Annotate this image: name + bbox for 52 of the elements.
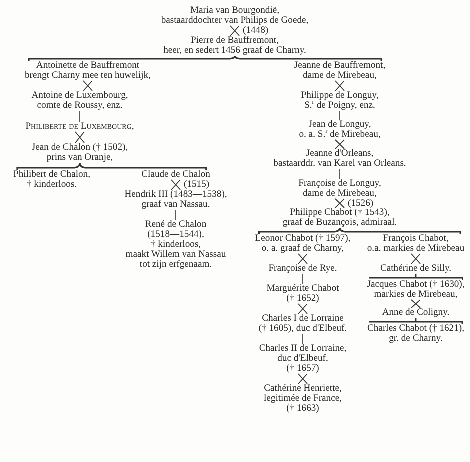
marriage-cross — [230, 26, 240, 36]
marriage-cross — [335, 198, 345, 208]
marriage-cross — [298, 304, 308, 314]
genealogy-entry: Cathérine de Silly. — [380, 264, 452, 274]
descent-brace — [28, 56, 236, 62]
descent-brace — [79, 162, 208, 170]
genealogy-entry: Antoine de Luxembourg, comte de Roussy, enz. — [32, 91, 128, 111]
marriage-cross — [411, 300, 421, 308]
marriage-cross — [83, 80, 93, 92]
marriage-cross — [335, 140, 345, 150]
genealogy-entry: Charles II de Lorraine, duc d'Elbeuf, († 1657) — [259, 344, 347, 374]
marriage-cross — [75, 132, 85, 144]
marriage-date: (1448) — [242, 26, 270, 36]
genealogy-entry: Maria van Bourgondië, bastaarddochter van Philips de Goede, — [161, 6, 309, 26]
descent-brace — [368, 273, 464, 281]
genealogy-entry: Jean de Longuy, o. a. S.$^{r}$ de Mirebeau, — [299, 120, 381, 140]
genealogy-entry: Philiberte de Luxembourg, — [26, 122, 134, 132]
marriage-date: (1526) — [347, 198, 375, 208]
genealogy-entry: Cathérine Henriette, legitimée de France, († 1663) — [264, 384, 342, 414]
marriage-cross — [335, 80, 345, 92]
marriage-cross — [411, 254, 421, 264]
genealogy-entry: René de Chalon (1518—1544), † kinderloos, maakt Willem van Nassau tot zijn erfgenaam. — [126, 220, 226, 270]
genealogy-entry: Jeanne d'Orleans, bastaarddr. van Karel van Orleans. — [274, 149, 406, 169]
descent-brace — [234, 56, 382, 61]
genealogy-entry: Jean de Chalon († 1502), prins van Oranje, — [32, 143, 128, 163]
genealogy-entry: Pierre de Bauffremont, heer, en sedert 1456 graaf de Charny. — [164, 36, 306, 56]
descent-brace — [339, 228, 462, 234]
genealogy-entry: Philippe Chabot († 1543), graaf de Buzançois, admiraal. — [282, 208, 398, 228]
descent-line — [302, 274, 304, 284]
genealogy-entry: Charles Chabot († 1621), gr. de Charny. — [368, 324, 464, 344]
descent-brace — [368, 317, 464, 325]
genealogy-entry: Marguérite Chabot († 1652) — [266, 284, 340, 304]
genealogy-entry: Philibert de Chalon, † kinderloos. — [14, 170, 90, 190]
marriage-cross — [171, 180, 181, 190]
genealogy-entry: Hendrik III (1483—1538), graaf van Nassau. — [124, 190, 228, 210]
descent-brace — [16, 162, 81, 170]
descent-brace — [258, 228, 341, 234]
genealogy-entry: Françoise de Rye. — [268, 264, 338, 274]
genealogy-entry: Antoinette de Bauffremont brengt Charny mee ten huwelijk, — [24, 61, 152, 81]
descent-line — [302, 334, 304, 344]
genealogy-entry: Charles I de Lorraine († 1605), duc d'Elbeuf. — [258, 314, 348, 334]
genealogy-entry: Claude de Chalon — [142, 170, 210, 180]
genealogy-entry: Jacques Chabot († 1630), markies de Mirebeau, — [367, 280, 465, 300]
genealogy-entry: Philippe de Longuy, S.$^{r}$ de Poigny, enz. — [301, 91, 379, 111]
marriage-cross — [298, 374, 308, 384]
genealogy-entry: Françoise de Longuy, dame de Mirebeau, — [298, 179, 382, 199]
genealogy-entry: François Chabot, o.a. markies de Mirebeau — [367, 234, 465, 254]
marriage-cross — [298, 254, 308, 264]
genealogy-entry: Anne de Coligny. — [382, 308, 450, 318]
genealogy-entry: Leonor Chabot († 1597), o. a. graaf de Charny, — [255, 234, 351, 254]
genealogy-entry: Jeanne de Bauffremont, dame de Mirebeau, — [294, 61, 386, 81]
marriage-date: (1515) — [183, 180, 211, 190]
